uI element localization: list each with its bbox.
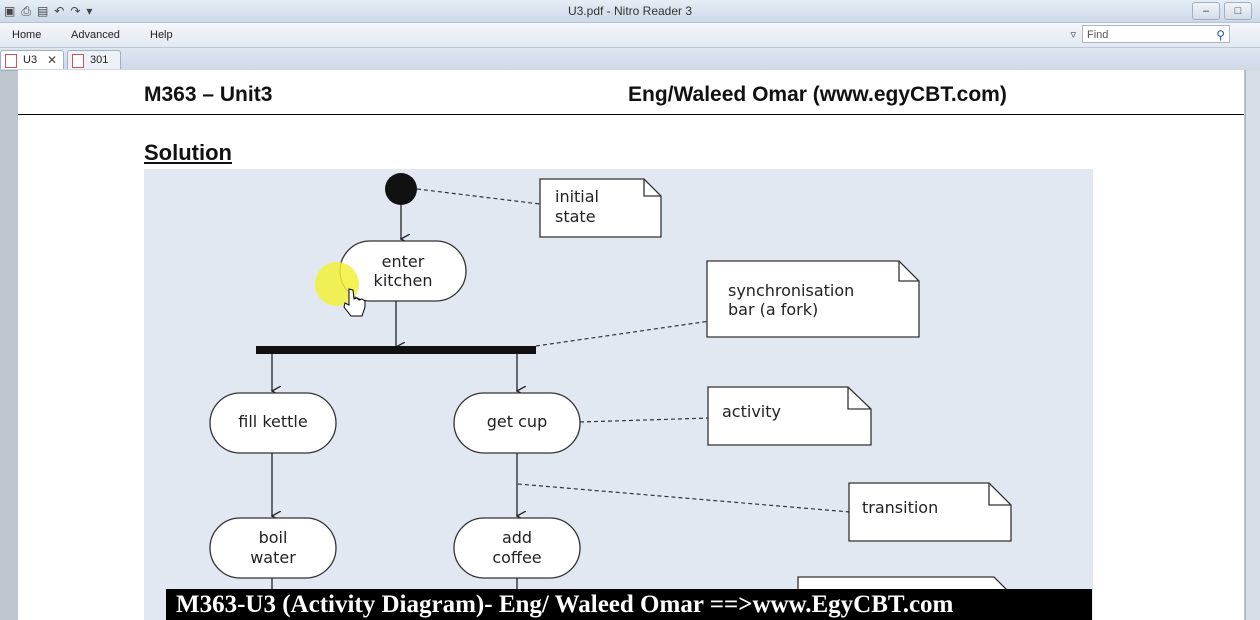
tab-u3[interactable]: U3 ✕	[0, 50, 64, 69]
note-activity-label: activity	[722, 402, 781, 421]
page-header-title: M363 – Unit3	[144, 83, 273, 106]
note-initial-line-1: initial	[555, 187, 599, 206]
note-connector	[416, 188, 541, 205]
document-tab-bar: U3 ✕ 301	[0, 48, 1260, 71]
undo-icon[interactable]: ↶	[54, 4, 65, 18]
maximize-button[interactable]: □	[1224, 2, 1252, 20]
activity-diagram: enter kitchen fill kettle get cup boil w…	[144, 169, 1093, 620]
get-cup-label: get cup	[487, 412, 547, 431]
note-connector	[535, 320, 711, 347]
note-activity	[707, 386, 872, 446]
diagram-canvas: enter kitchen fill kettle get cup boil w…	[209, 173, 1015, 620]
redo-icon[interactable]: ↷	[70, 4, 81, 18]
menu-help[interactable]: Help	[150, 29, 173, 41]
title-bar: ▣ ⎙ ▤ ↶ ↷ ▾ U3.pdf - Nitro Reader 3 – □	[0, 0, 1260, 23]
vertical-scrollbar[interactable]	[1245, 70, 1260, 620]
note-fold	[898, 261, 919, 282]
menu-advanced[interactable]: Advanced	[71, 29, 120, 41]
note-sync-line-1: synchronisation	[728, 281, 854, 300]
find-area: ▿ Find ⚲	[1070, 25, 1230, 43]
quick-access-toolbar: ▣ ⎙ ▤ ↶ ↷ ▾	[4, 3, 92, 19]
window-title: U3.pdf - Nitro Reader 3	[567, 4, 693, 18]
page-header-author: Eng/Waleed Omar (www.egyCBT.com)	[628, 83, 1007, 106]
note-fold	[988, 483, 1011, 506]
note-transition	[848, 482, 1012, 542]
section-title: Solution	[144, 140, 232, 165]
note-transition-label: transition	[862, 498, 938, 517]
hand-cursor-icon	[343, 288, 366, 317]
tab-label: U3	[23, 54, 38, 66]
close-icon[interactable]: ✕	[46, 53, 57, 67]
note-initial-state	[539, 178, 662, 238]
find-input[interactable]: Find ⚲	[1082, 25, 1230, 43]
note-sync-bar	[706, 260, 920, 338]
tab-301[interactable]: 301	[67, 50, 121, 69]
pdf-icon	[5, 54, 17, 68]
video-caption: M363-U3 (Activity Diagram)- Eng/ Waleed …	[166, 589, 1092, 620]
menu-home[interactable]: Home	[12, 29, 42, 41]
header-divider	[18, 114, 1244, 115]
chevron-down-icon[interactable]: ▿	[1070, 28, 1076, 41]
note-connector	[579, 417, 711, 423]
initial-state-node	[385, 173, 417, 205]
add-coffee-line-2: coffee	[492, 548, 541, 567]
boil-water-line-1: boil	[259, 528, 288, 547]
save-icon[interactable]: ▤	[36, 4, 49, 18]
note-initial-line-2: state	[555, 207, 596, 226]
tab-label: 301	[90, 54, 109, 66]
note-fold	[847, 387, 871, 410]
add-coffee-line-1: add	[502, 528, 532, 547]
note-fold	[643, 179, 661, 197]
customize-toolbar-icon[interactable]: ▾	[86, 4, 93, 18]
fill-kettle-label: fill kettle	[238, 412, 307, 431]
pdf-page: M363 – Unit3 Eng/Waleed Omar (www.egyCBT…	[18, 70, 1244, 620]
activity-boil-water	[209, 517, 337, 579]
boil-water-line-2: water	[250, 548, 296, 567]
print-icon[interactable]: ⎙	[21, 4, 31, 18]
note-sync-line-2: bar (a fork)	[728, 300, 818, 319]
search-icon[interactable]: ⚲	[1216, 28, 1225, 42]
cursor-highlight	[315, 262, 359, 306]
activity-fill-kettle	[209, 392, 337, 454]
pdf-icon	[72, 54, 84, 68]
menu-bar: Home Advanced Help ▿ Find ⚲	[0, 23, 1260, 47]
minimize-button[interactable]: –	[1192, 2, 1220, 20]
window-controls: – □	[1192, 2, 1252, 20]
synchronisation-bar	[256, 346, 536, 354]
app-icon[interactable]: ▣	[4, 4, 16, 18]
find-placeholder: Find	[1087, 29, 1109, 41]
enter-kitchen-line-1: enter	[382, 252, 425, 271]
note-connector	[517, 483, 851, 513]
enter-kitchen-line-2: kitchen	[374, 271, 433, 290]
